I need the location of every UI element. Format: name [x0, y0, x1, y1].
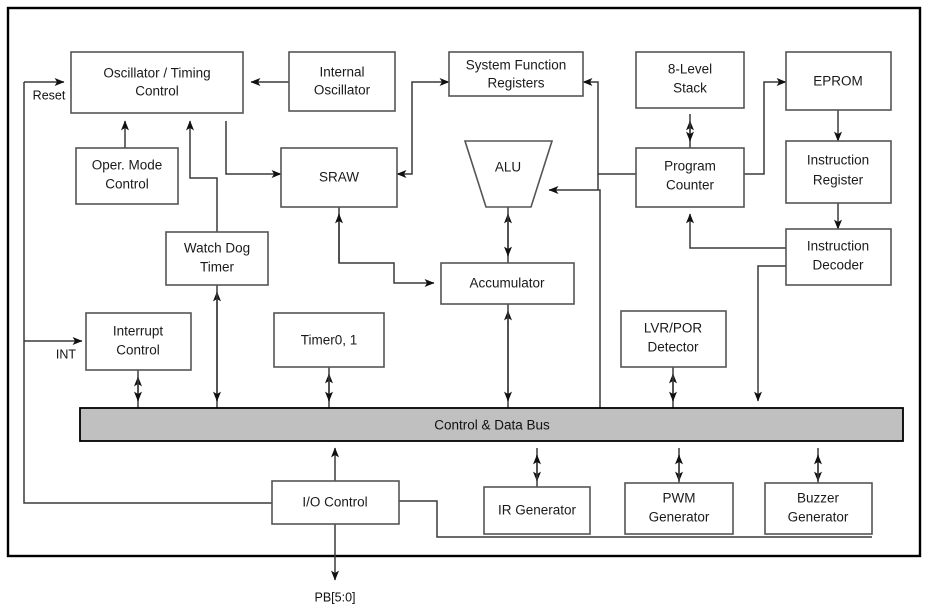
- wire-sfr-to-sraw: [396, 96, 413, 178]
- block-instruction-decoder[interactable]: Instruction Decoder: [785, 228, 892, 286]
- block-label: Program: [664, 159, 716, 174]
- block-program-counter[interactable]: Program Counter: [635, 147, 745, 208]
- block-label: Instruction: [807, 239, 869, 254]
- block-label: Timer: [200, 260, 234, 275]
- block-sraw[interactable]: SRAW: [280, 147, 398, 208]
- block-eprom[interactable]: EPROM: [785, 51, 892, 111]
- block-oscillator-timing-control[interactable]: Oscillator / Timing Control: [70, 51, 244, 114]
- block-label: Buzzer: [797, 491, 840, 506]
- block-interrupt-control[interactable]: Interrupt Control: [85, 312, 192, 371]
- block-label: Instruction: [807, 153, 869, 168]
- block-label: 8-Level: [668, 62, 712, 77]
- block-alu[interactable]: ALU: [463, 140, 554, 208]
- block-label: Oper. Mode: [92, 158, 163, 173]
- block-label: EPROM: [813, 74, 863, 89]
- wire-io-feedback-spine: [23, 82, 272, 504]
- block-label: Internal: [319, 65, 364, 80]
- chip-boundary: [6, 6, 922, 558]
- block-label: I/O Control: [302, 495, 367, 510]
- block-instruction-register[interactable]: Instruction Register: [785, 140, 892, 204]
- block-buzzer-generator[interactable]: Buzzer Generator: [764, 482, 873, 535]
- block-label: Generator: [649, 510, 710, 525]
- wire-idec-to-pc: [686, 213, 786, 249]
- wire-pc-to-sfr: [582, 78, 636, 175]
- wire-sraw-to-accumulator: [338, 207, 435, 287]
- block-label: LVR/POR: [644, 321, 703, 336]
- bus-label: Control & Data Bus: [434, 418, 550, 433]
- block-label: System Function: [466, 58, 567, 73]
- block-label: Registers: [487, 76, 544, 91]
- port-label-pb: PB[5:0]: [315, 590, 356, 604]
- port-label-reset: Reset: [33, 88, 66, 102]
- wire-to-sfr-left: [411, 78, 450, 96]
- block-label: Watch Dog: [184, 241, 250, 256]
- block-internal-oscillator[interactable]: Internal Oscillator: [288, 51, 396, 112]
- block-label: Control: [135, 84, 179, 99]
- wire-osc-to-sraw: [225, 121, 282, 178]
- block-label: ALU: [495, 160, 521, 175]
- wire-wdt-to-osc: [186, 120, 218, 232]
- block-label: Timer0, 1: [301, 333, 358, 348]
- wire-bus-to-alu: [548, 186, 601, 408]
- block-label: Accumulator: [469, 276, 545, 291]
- block-label: IR Generator: [498, 503, 577, 518]
- wire-idec-to-bus: [754, 265, 786, 402]
- control-data-bus[interactable]: Control & Data Bus: [79, 407, 904, 442]
- block-label: Oscillator: [314, 83, 371, 98]
- block-oper-mode-control[interactable]: Oper. Mode Control: [75, 147, 179, 205]
- block-lvr-por-detector[interactable]: LVR/POR Detector: [620, 310, 727, 368]
- block-label: Counter: [666, 178, 715, 193]
- block-label: Detector: [647, 340, 699, 355]
- block-label: Interrupt: [113, 324, 164, 339]
- block-label: Control: [116, 343, 160, 358]
- block-8-level-stack[interactable]: 8-Level Stack: [635, 51, 745, 109]
- block-label: PWM: [663, 491, 696, 506]
- block-label: Oscillator / Timing: [103, 66, 210, 81]
- wire-ioc-generators-rail: [399, 500, 872, 538]
- block-watch-dog-timer[interactable]: Watch Dog Timer: [165, 231, 269, 286]
- block-ir-generator[interactable]: IR Generator: [483, 486, 591, 535]
- block-io-control[interactable]: I/O Control: [271, 480, 400, 525]
- block-timer0-1[interactable]: Timer0, 1: [273, 312, 385, 368]
- block-label: SRAW: [319, 170, 359, 185]
- port-label-int: INT: [56, 347, 77, 361]
- block-label: Control: [105, 177, 149, 192]
- block-pwm-generator[interactable]: PWM Generator: [624, 482, 734, 535]
- block-label: Generator: [788, 510, 849, 525]
- block-label: Decoder: [812, 258, 864, 273]
- wire-pc-to-eprom: [744, 78, 787, 175]
- block-accumulator[interactable]: Accumulator: [440, 262, 575, 305]
- block-label: Register: [813, 173, 864, 188]
- block-system-function-registers[interactable]: System Function Registers: [448, 51, 584, 97]
- block-label: Stack: [673, 81, 707, 96]
